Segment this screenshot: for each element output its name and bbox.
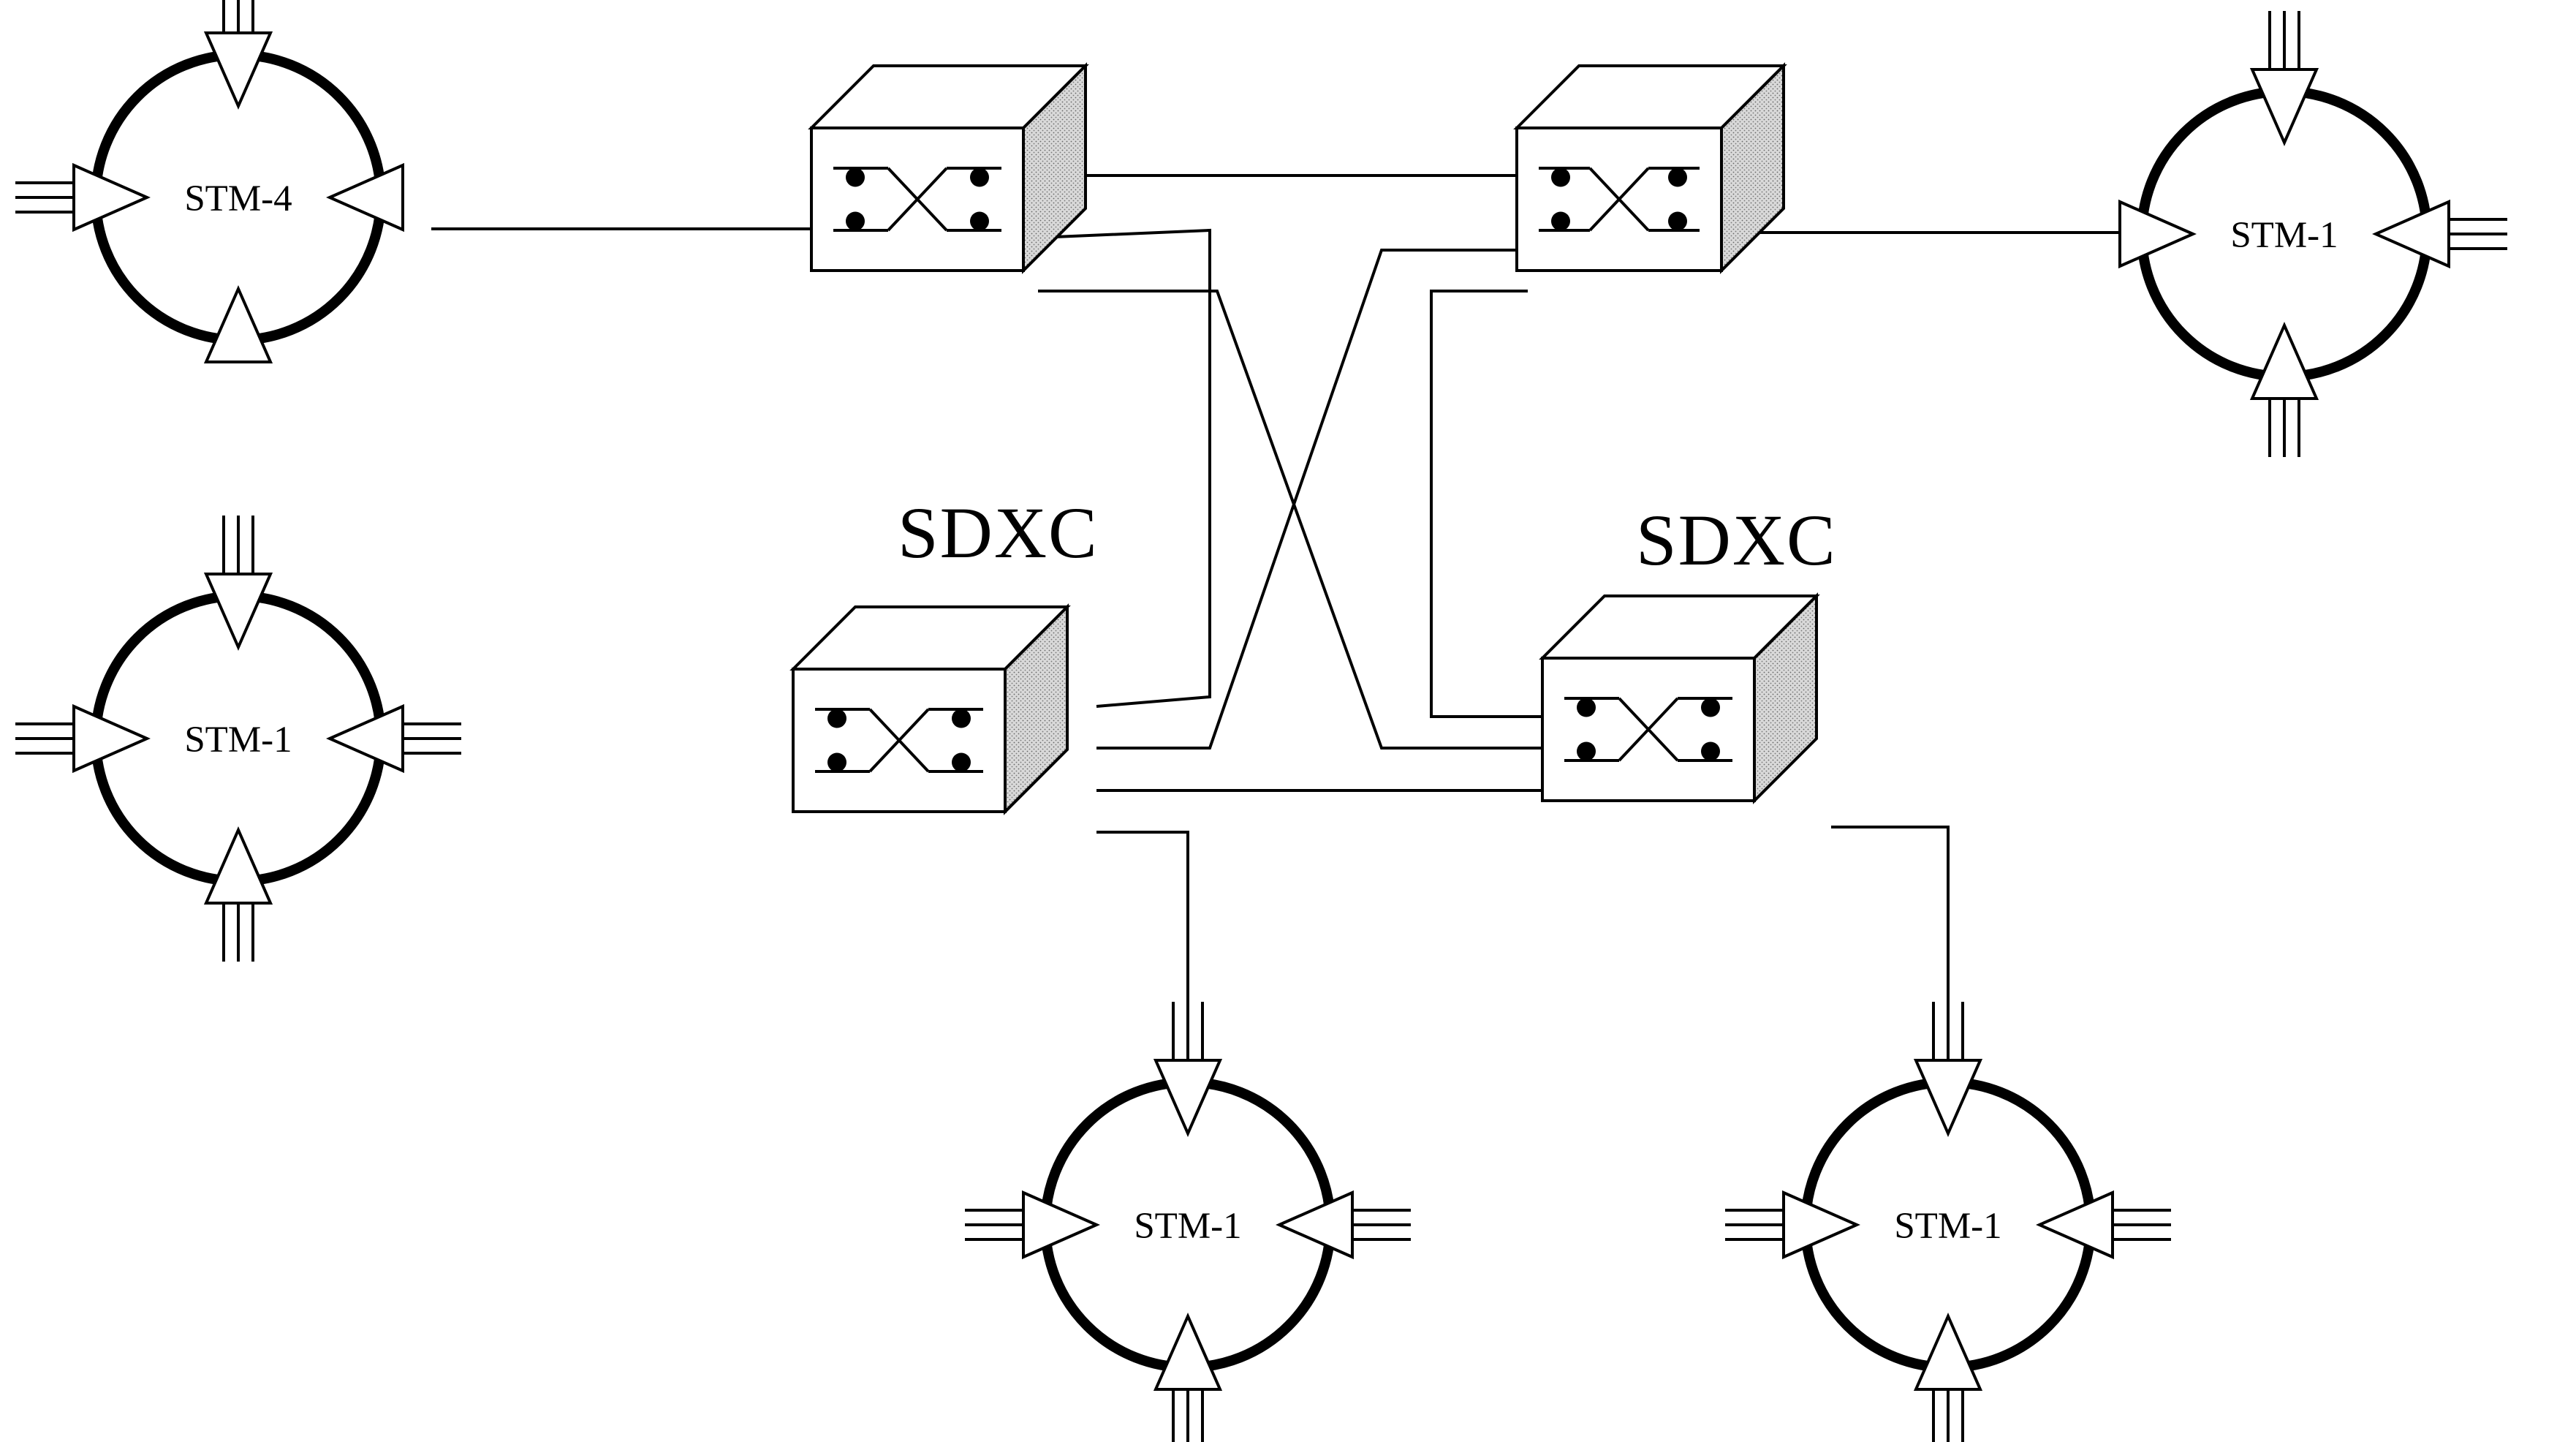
sdxc-bottom-right-port-dot-3 — [1701, 741, 1720, 761]
sdxc-bottom-left-port-dot-0 — [827, 709, 846, 728]
ring-left-lower-right-tributary-lines — [403, 722, 461, 755]
sdxc-top-right — [1513, 62, 1787, 274]
ring-right-top-bottom-tributary-lines — [2268, 399, 2300, 457]
ring-right-top-left-triangle-icon — [2118, 199, 2197, 269]
ring-left-lower-label: STM-1 — [184, 720, 292, 760]
sdxc-top-right-port-dot-1 — [1551, 211, 1570, 231]
ring-right-top: STM-1 — [2118, 11, 2507, 457]
ring-bottom-right-right-tributary-lines — [2113, 1209, 2171, 1241]
ring-stm4-left-tributary-lines — [15, 181, 74, 214]
cross-connect-group — [789, 62, 1820, 815]
ring-bottom-right-top-tributary-lines — [1932, 1002, 1964, 1060]
sdxc-bottom-right-switch-icon — [1564, 697, 1732, 762]
link-bottom-left-to-stm1-bottom-left — [1096, 831, 1189, 1009]
sdxc-bottom-left-port-dot-3 — [952, 752, 971, 772]
link-top-left-to-bottom-left — [1037, 228, 1211, 708]
sdxc-bottom-left — [789, 603, 1071, 815]
ring-stm4: STM-4 — [15, 0, 404, 363]
sdxc-top-right-port-dot-2 — [1668, 167, 1687, 187]
sdxc-bottom-right — [1539, 592, 1820, 804]
sdxc-top-left-switch-icon — [833, 167, 1001, 232]
sdxc-top-left — [808, 62, 1089, 274]
sdxc-bottom-right-port-dot-2 — [1701, 698, 1720, 717]
ring-bottom-left: STM-1 — [965, 1002, 1411, 1442]
sdxc-top-left-port-dot-0 — [846, 167, 865, 187]
sdxc-label-right: SDXC — [1636, 499, 1837, 581]
sdxc-bottom-right-port-dot-1 — [1577, 741, 1596, 761]
ring-right-top-label: STM-1 — [2230, 215, 2338, 256]
connection-lines — [237, 174, 2149, 1009]
sdxc-top-left-front-face — [810, 127, 1025, 272]
ring-bottom-right: STM-1 — [1725, 1002, 2171, 1442]
ring-bottom-left-bottom-tributary-lines — [1172, 1389, 1204, 1442]
sdxc-top-right-port-dot-0 — [1551, 167, 1570, 187]
sdxc-top-left-port-dot-3 — [970, 211, 989, 231]
sdxc-label-left: SDXC — [898, 492, 1099, 573]
ring-right-top-right-tributary-lines — [2449, 218, 2507, 250]
ring-bottom-right-label: STM-1 — [1894, 1206, 2001, 1247]
ring-stm4-bottom-triangle-icon — [203, 285, 273, 363]
sdxc-bottom-left-port-dot-1 — [827, 752, 846, 772]
ring-left-lower-left-tributary-lines — [15, 722, 74, 755]
ring-stm4-label: STM-4 — [184, 178, 292, 219]
sdxc-top-left-port-dot-2 — [970, 167, 989, 187]
link-top-right-to-bottom-right — [1430, 290, 1561, 718]
link-bottom-left-cross-up — [1096, 249, 1528, 750]
ring-stm4-right-triangle-icon — [326, 162, 404, 233]
sdxc-bottom-right-port-dot-0 — [1577, 698, 1596, 717]
sdxc-bottom-left-switch-icon — [815, 708, 983, 773]
link-bottom-right-to-stm1-bottom-right — [1831, 826, 1950, 1009]
ring-left-lower-bottom-tributary-lines — [222, 903, 254, 962]
ring-bottom-right-left-tributary-lines — [1725, 1209, 1784, 1241]
ring-left-lower: STM-1 — [15, 516, 461, 962]
sdxc-bottom-left-port-dot-2 — [952, 709, 971, 728]
ring-right-top-top-tributary-lines — [2268, 11, 2300, 69]
ring-stm4-top-tributary-lines — [222, 0, 254, 33]
ring-bottom-left-label: STM-1 — [1134, 1206, 1241, 1247]
ring-bottom-left-right-tributary-lines — [1352, 1209, 1411, 1241]
sdxc-top-right-switch-icon — [1539, 167, 1700, 232]
ring-bottom-left-top-tributary-lines — [1172, 1002, 1204, 1060]
ring-bottom-left-left-tributary-lines — [965, 1209, 1023, 1241]
sdxc-top-left-port-dot-1 — [846, 211, 865, 231]
ring-bottom-right-bottom-tributary-lines — [1932, 1389, 1964, 1442]
link-top-left-cross-down — [1038, 290, 1561, 750]
sdxc-top-right-port-dot-3 — [1668, 211, 1687, 231]
ring-left-lower-top-tributary-lines — [222, 516, 254, 574]
